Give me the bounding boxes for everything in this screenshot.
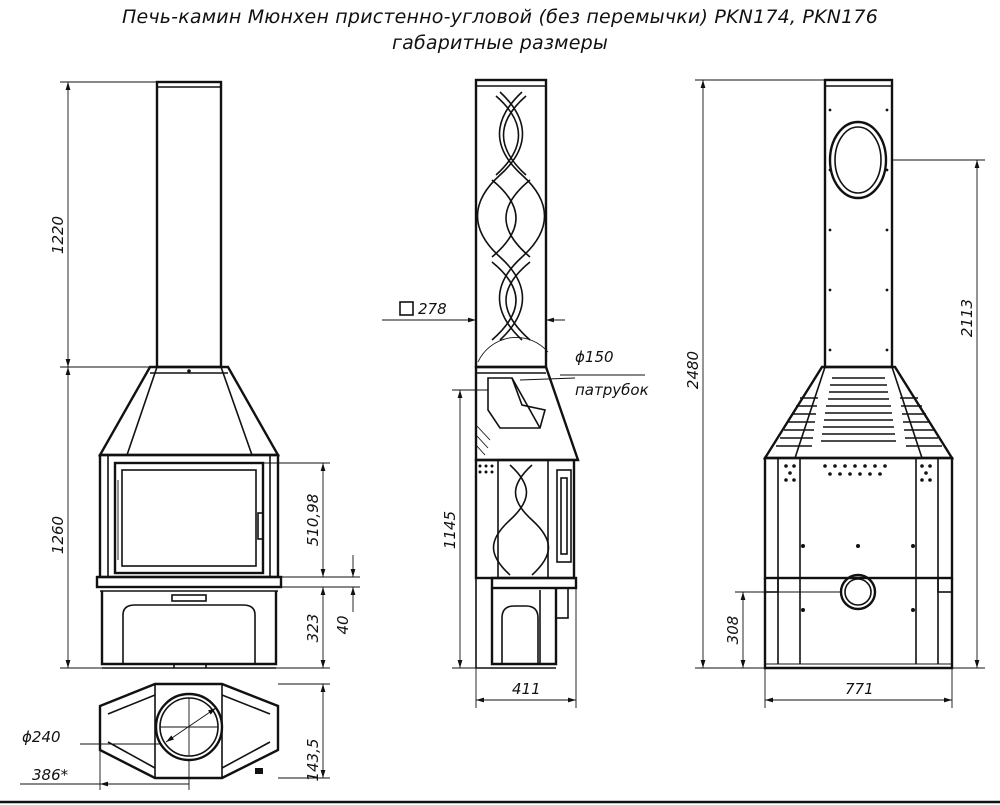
ash-drawer	[171, 594, 207, 602]
front-door-glass	[121, 469, 257, 567]
dim-chimney-square: 278	[418, 300, 447, 318]
dim-outlet-diameter: ϕ150	[575, 348, 614, 366]
front-hood	[97, 365, 281, 457]
dim-flue-diameter: ϕ240	[22, 728, 61, 746]
door-handle	[257, 512, 264, 540]
dim-offset: 386*	[32, 766, 69, 784]
drawing-subtitle: габаритные размеры	[391, 32, 609, 54]
front-view: 1220 1260 510,98 323 40	[49, 80, 360, 669]
side-ledge	[490, 576, 578, 590]
side-hood	[474, 365, 580, 462]
side-door-edge	[556, 469, 572, 563]
dim-ledge-height: 40	[334, 615, 352, 634]
back-lower-outlet	[839, 573, 877, 611]
drawing-title: Печь-камин Мюнхен пристенно-угловой (без…	[121, 6, 879, 28]
dim-side-height: 1145	[441, 511, 459, 549]
dim-low-outlet-height: 308	[724, 616, 742, 645]
back-view: 2480 2113 308 771	[684, 78, 985, 708]
front-base	[100, 591, 278, 666]
front-door	[113, 461, 265, 575]
dim-back-width: 771	[845, 680, 874, 698]
front-body	[98, 453, 280, 579]
front-chimney	[155, 80, 223, 369]
back-outlet-oval	[828, 120, 888, 200]
side-base	[490, 588, 558, 666]
back-base	[763, 578, 954, 670]
dim-door-height: 510,98	[304, 494, 322, 547]
back-body	[763, 456, 954, 580]
side-chimney	[474, 78, 548, 369]
side-view: 278 ϕ150 патрубок 1145 411	[382, 78, 649, 708]
dim-body-height: 1260	[49, 516, 67, 554]
top-outline	[98, 682, 280, 780]
dim-side-depth: 411	[512, 680, 541, 698]
dim-base-height: 323	[304, 614, 322, 643]
dim-chimney-height: 1220	[49, 216, 67, 254]
dim-top-depth: 143,5	[304, 739, 322, 782]
outlet-label: патрубок	[575, 381, 649, 399]
side-body	[474, 458, 576, 580]
dim-outlet-height: 2113	[958, 299, 976, 337]
square-symbol	[399, 301, 414, 316]
dim-total-height: 2480	[684, 351, 702, 389]
top-view: ϕ240 386* 143,5	[20, 682, 330, 790]
front-ledge	[95, 575, 283, 589]
